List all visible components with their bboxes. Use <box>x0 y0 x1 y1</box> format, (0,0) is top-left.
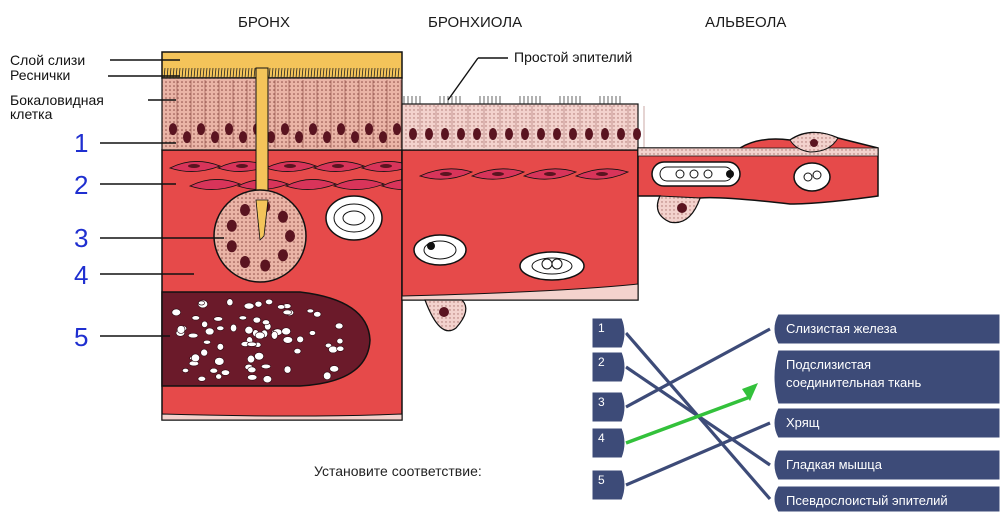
left-tile-shape <box>592 392 625 422</box>
simple-epithelium <box>402 104 638 150</box>
connection-lines <box>626 329 770 499</box>
left-tile-shape <box>592 352 625 382</box>
mucus-layer-label: Слой слизи <box>10 52 85 68</box>
right-tile-2[interactable]: Подслизистая соединительная ткань <box>774 350 1000 404</box>
right-tile-label: Слизистая железа <box>786 321 898 336</box>
left-tile-label: 5 <box>598 473 605 487</box>
mucus-layer <box>162 52 402 78</box>
left-tile-4[interactable]: 4 <box>592 428 625 458</box>
left-tile-label: 3 <box>598 395 605 409</box>
right-tile-1[interactable]: Слизистая железа <box>774 314 1000 344</box>
goblet-cell-label-2: клетка <box>10 106 53 122</box>
left-tile-label: 2 <box>598 355 605 369</box>
task-prompt: Установите соответствие: <box>314 463 482 479</box>
right-tile-label: Подслизистая <box>786 357 871 372</box>
left-tile-3[interactable]: 3 <box>592 392 625 422</box>
left-tile-label: 4 <box>598 431 605 445</box>
alveolus-title: АЛЬВЕОЛА <box>705 14 786 31</box>
left-tile-5[interactable]: 5 <box>592 470 625 500</box>
bronchus-title: БРОНХ <box>238 14 290 31</box>
right-tile-label: Хрящ <box>786 415 820 430</box>
bronchiole-vessel <box>414 235 466 265</box>
left-tile-2[interactable]: 2 <box>592 352 625 382</box>
bronchiole-title: БРОНХИОЛА <box>428 14 522 31</box>
bronchiole-section <box>402 96 644 331</box>
right-tile-label: Гладкая мышца <box>786 457 883 472</box>
diagram-number-1: 1 <box>74 128 88 158</box>
left-tiles: 1 2 3 4 5 <box>592 318 625 500</box>
bronchiole-cilia <box>404 96 620 104</box>
right-tile-4[interactable]: Гладкая мышца <box>774 450 1000 480</box>
right-tile-3[interactable]: Хрящ <box>774 408 1000 438</box>
left-tile-label: 1 <box>598 321 605 335</box>
right-tile-5[interactable]: Псевдослоистый эпителий <box>774 486 1000 512</box>
simple-epithelium-label: Простой эпителий <box>514 49 632 65</box>
diagram-number-5: 5 <box>74 322 88 352</box>
left-tile-1[interactable]: 1 <box>592 318 625 348</box>
right-tile-label: соединительная ткань <box>786 375 921 390</box>
diagram-number-2: 2 <box>74 170 88 200</box>
pseudostratified-epithelium <box>162 78 402 150</box>
alveolus-section <box>638 132 878 222</box>
left-tile-shape <box>592 318 625 348</box>
right-tile-label: Псевдослоистый эпителий <box>786 493 948 508</box>
left-tile-shape <box>592 428 625 458</box>
diagram-number-4: 4 <box>74 260 88 290</box>
bronchus-section <box>162 52 432 420</box>
diagram-number-3: 3 <box>74 223 88 253</box>
left-tile-shape <box>592 470 625 500</box>
cilia-label: Реснички <box>10 67 70 83</box>
